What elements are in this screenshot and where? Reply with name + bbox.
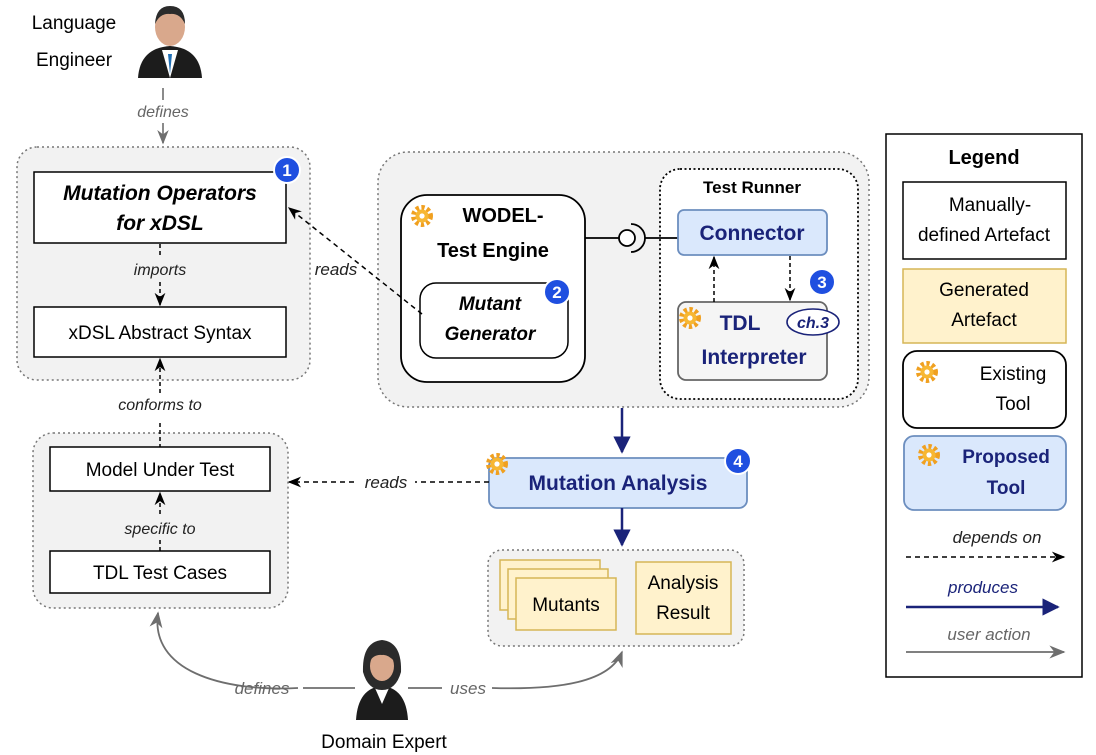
tdl-interpreter-line2: Interpreter bbox=[701, 346, 806, 369]
legend-existing-line1: Existing bbox=[980, 364, 1047, 385]
legend-generated-line2: Artefact bbox=[951, 310, 1017, 331]
svg-text:3: 3 bbox=[817, 273, 826, 292]
expert-uses-label: uses bbox=[450, 679, 486, 698]
legend-produces-label: produces bbox=[947, 578, 1018, 597]
mutation-operators-line2: for xDSL bbox=[116, 212, 204, 235]
reads-model-label: reads bbox=[365, 473, 408, 492]
abstract-syntax-box bbox=[33, 306, 287, 358]
badge-2: 2 bbox=[543, 278, 571, 306]
chapter-ref-label: ch.3 bbox=[797, 315, 829, 332]
domain-expert-icon bbox=[356, 640, 408, 720]
interface-socket bbox=[630, 223, 646, 253]
mutants-box bbox=[515, 577, 617, 631]
reads-operators-label: reads bbox=[315, 260, 358, 279]
svg-text:4: 4 bbox=[733, 452, 743, 471]
analysis-gear-icon bbox=[489, 456, 506, 473]
connector-box bbox=[677, 209, 828, 256]
legend-title: Legend bbox=[948, 147, 1019, 169]
legend-existing-box bbox=[902, 350, 1067, 429]
tdl-interpreter-line1: TDL bbox=[720, 312, 761, 335]
legend-depends-label: depends on bbox=[953, 528, 1042, 547]
mutant-generator-line2: Generator bbox=[445, 324, 537, 345]
analysis-result-line1: Analysis bbox=[648, 573, 719, 594]
legend-generated-line1: Generated bbox=[939, 280, 1029, 301]
analysis-result-box bbox=[635, 561, 732, 635]
mutation-analysis-label: Mutation Analysis bbox=[529, 472, 708, 495]
language-engineer-label-line1: Language bbox=[32, 13, 117, 34]
legend-generated-box bbox=[902, 268, 1067, 344]
legend-manual-box bbox=[902, 181, 1067, 260]
mutation-analysis-box bbox=[488, 457, 748, 509]
wodel-engine-line1: WODEL- bbox=[462, 205, 543, 227]
language-engineer-icon bbox=[138, 6, 202, 78]
specific-label: specific to bbox=[124, 521, 195, 538]
analysis-result-line2: Result bbox=[656, 603, 711, 624]
conforms-label: conforms to bbox=[118, 397, 202, 414]
wodel-engine-line2: Test Engine bbox=[437, 240, 549, 262]
connector-label: Connector bbox=[700, 222, 805, 245]
tdl-test-cases-label: TDL Test Cases bbox=[93, 563, 227, 584]
expert-defines-edge bbox=[149, 611, 299, 690]
badge-3: 3 bbox=[808, 268, 836, 296]
engineer-defines-label: defines bbox=[137, 104, 189, 121]
legend-manual-line2: defined Artefact bbox=[918, 225, 1051, 246]
legend-existing-line2: Tool bbox=[996, 394, 1031, 415]
legend-proposed-box bbox=[903, 435, 1067, 511]
badge-1: 1 bbox=[273, 156, 301, 184]
legend-proposed-line2: Tool bbox=[987, 478, 1026, 499]
test-runner-label: Test Runner bbox=[703, 178, 801, 197]
domain-expert-label: Domain Expert bbox=[321, 732, 447, 753]
mutant-generator-line1: Mutant bbox=[459, 294, 522, 315]
expert-uses-edge-2 bbox=[491, 650, 623, 690]
tdl-test-cases-box bbox=[49, 550, 271, 594]
reads-model-label-bg bbox=[357, 472, 415, 492]
language-engineer-label-line2: Engineer bbox=[36, 50, 113, 71]
model-under-test-box bbox=[49, 446, 271, 492]
expert-defines-label: defines bbox=[235, 679, 290, 698]
legend-user-action-label: user action bbox=[947, 625, 1030, 644]
mutation-operators-box bbox=[33, 171, 287, 244]
mutant-generator-box bbox=[419, 282, 569, 359]
legend-proposed-line1: Proposed bbox=[962, 447, 1050, 468]
chapter-ref-oval bbox=[786, 308, 840, 336]
abstract-syntax-label: xDSL Abstract Syntax bbox=[68, 323, 252, 344]
interface-ball bbox=[618, 229, 636, 247]
model-under-test-label: Model Under Test bbox=[86, 460, 235, 481]
svg-text:1: 1 bbox=[282, 161, 291, 180]
reads-operators-edge bbox=[287, 207, 423, 315]
imports-label: imports bbox=[134, 262, 186, 279]
mutation-operators-line1: Mutation Operators bbox=[63, 182, 257, 205]
legend-manual-line1: Manually- bbox=[949, 195, 1031, 216]
mutants-label: Mutants bbox=[532, 595, 600, 616]
svg-text:2: 2 bbox=[552, 283, 561, 302]
badge-4: 4 bbox=[724, 447, 752, 475]
